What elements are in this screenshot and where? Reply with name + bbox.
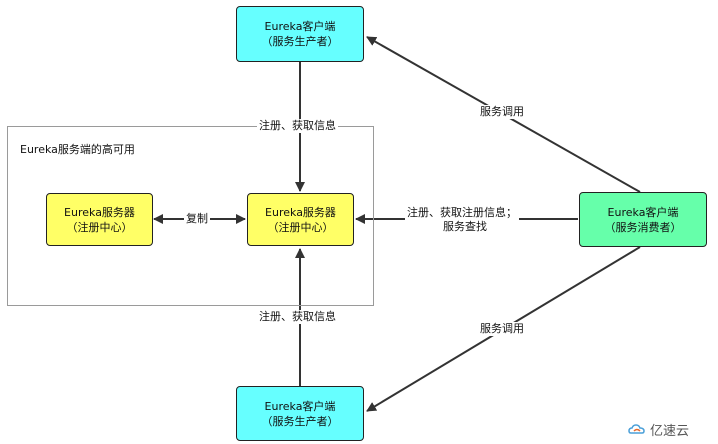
edge-consumer-register-label-line2: 服务查找 — [443, 220, 487, 233]
watermark-text: 亿速云 — [650, 424, 690, 439]
edge-invoke-top-label: 服务调用 — [478, 105, 526, 119]
server-node-main-line1: Eureka服务器 — [265, 205, 336, 219]
consumer-node-line1: Eureka客户端 — [607, 205, 679, 219]
edge-replicate-label: 复制 — [184, 212, 210, 226]
provider-node-top: Eureka客户端 （服务生产者） — [236, 6, 364, 62]
edge-top-register-label: 注册、获取信息 — [257, 119, 338, 133]
edge-consumer-register-label: 注册、获取注册信息； 服务查找 — [405, 206, 519, 234]
edge-invoke-bottom-label: 服务调用 — [478, 322, 526, 336]
consumer-node-line2: （服务消费者） — [604, 220, 682, 234]
server-node-main: Eureka服务器 （注册中心） — [247, 193, 354, 246]
consumer-node: Eureka客户端 （服务消费者） — [579, 192, 707, 247]
server-node-left: Eureka服务器 （注册中心） — [46, 193, 153, 246]
provider-node-top-line2: （服务生产者） — [261, 35, 339, 48]
watermark: 亿速云 — [628, 420, 689, 439]
server-node-left-line2: （注册中心） — [66, 220, 133, 234]
cloud-logo-icon — [628, 423, 645, 434]
provider-node-bottom-line1: Eureka客户端 — [264, 399, 336, 413]
server-node-left-line1: Eureka服务器 — [64, 205, 135, 219]
provider-node-bottom: Eureka客户端 （服务生产者） — [236, 386, 364, 441]
ha-region-title: Eureka服务端的高可用 — [20, 143, 135, 156]
edge-consumer-register-label-line1: 注册、获取注册信息； — [407, 206, 517, 219]
provider-node-top-line1: Eureka客户端 — [264, 20, 336, 33]
edge-bottom-register-label: 注册、获取信息 — [257, 310, 338, 324]
provider-node-bottom-line2: （服务生产者） — [261, 414, 339, 428]
server-node-main-line2: （注册中心） — [267, 220, 334, 234]
ha-region-frame — [7, 126, 374, 306]
